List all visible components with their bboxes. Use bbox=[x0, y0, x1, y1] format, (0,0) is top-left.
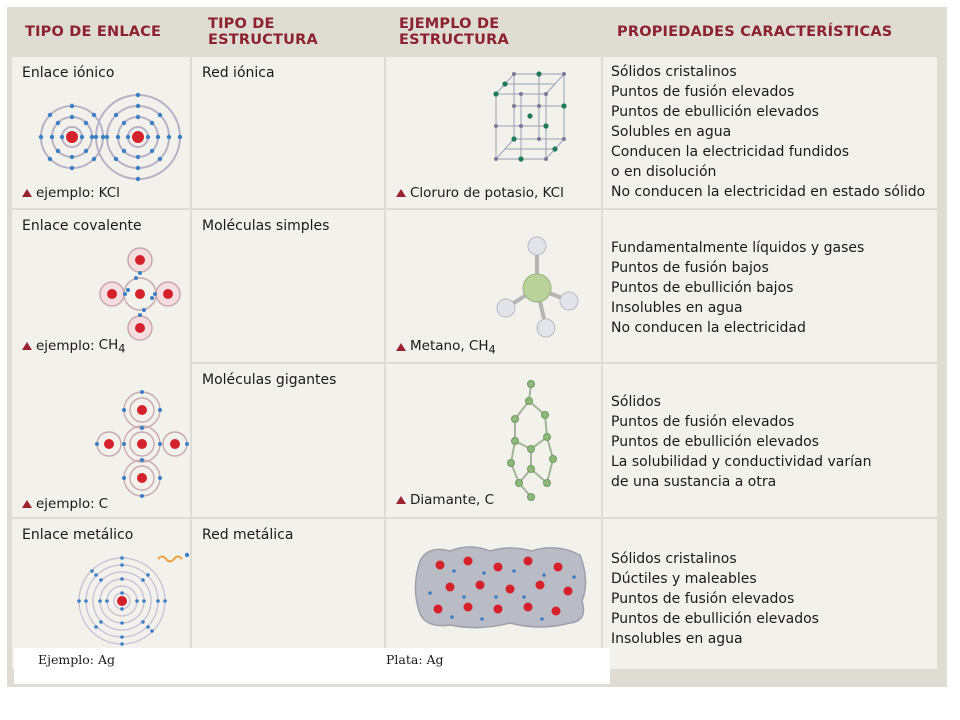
ionic-example-name: Cloruro de potasio, KCl bbox=[410, 185, 564, 201]
triangle-icon bbox=[22, 189, 32, 197]
metallic-example-cell bbox=[386, 519, 601, 669]
metallic-structure-cell: Red metálica bbox=[192, 519, 384, 669]
giant-properties-cell: Sólidos Puntos de fusión elevados Puntos… bbox=[603, 364, 937, 517]
ionic-structure-label: Red iónica bbox=[202, 65, 275, 81]
metallic-bond-label: Enlace metálico bbox=[22, 527, 134, 543]
triangle-icon bbox=[22, 342, 32, 351]
caption-left: Ejemplo: Ag bbox=[38, 652, 115, 667]
property-item: o en disolución bbox=[611, 164, 717, 180]
header-structure-example: EJEMPLO DE ESTRUCTURA bbox=[399, 16, 509, 48]
covalent-example-cell: Metano, CH4 bbox=[386, 210, 601, 362]
kcl-ion-diagram-icon bbox=[38, 92, 183, 182]
property-item: Sólidos cristalinos bbox=[611, 551, 737, 567]
covalent-example-name: Metano, CH bbox=[410, 338, 489, 354]
caption-strip: Ejemplo: Ag Plata: Ag bbox=[14, 648, 610, 684]
giant-example: ejemplo: C bbox=[22, 496, 108, 512]
caption-right: Plata: Ag bbox=[386, 652, 444, 667]
property-item: Puntos de ebullición elevados bbox=[611, 434, 819, 450]
covalent-example: ejemplo: CH4 bbox=[22, 337, 125, 356]
metallic-bond-cell: Enlace metálico bbox=[12, 519, 190, 669]
property-item: Sólidos cristalinos bbox=[611, 64, 737, 80]
covalent-example-name-subscript: 4 bbox=[488, 343, 496, 357]
covalent-bond-cell: Enlace covalente ejemplo: CH4 bbox=[12, 210, 190, 517]
header-structure-type: TIPO DE ESTRUCTURA bbox=[208, 16, 318, 48]
giant-example-prefix: ejemplo: bbox=[36, 496, 95, 512]
ionic-properties-list: Sólidos cristalinos Puntos de fusión ele… bbox=[611, 62, 925, 202]
covalent-properties-cell: Fundamentalmente líquidos y gases Puntos… bbox=[603, 210, 937, 362]
property-item: No conducen la electricidad bbox=[611, 320, 806, 336]
property-item: Puntos de ebullición elevados bbox=[611, 104, 819, 120]
ionic-structure-cell: Red iónica bbox=[192, 57, 384, 208]
property-item: de una sustancia a otra bbox=[611, 474, 777, 490]
covalent-properties-list: Fundamentalmente líquidos y gases Puntos… bbox=[611, 238, 864, 338]
triangle-icon bbox=[396, 496, 406, 504]
property-item: Fundamentalmente líquidos y gases bbox=[611, 240, 865, 256]
giant-structure-label: Moléculas gigantes bbox=[202, 372, 337, 388]
ionic-example: ejemplo: KCl bbox=[22, 185, 120, 201]
giant-example-cell: Diamante, C bbox=[386, 364, 601, 517]
triangle-icon bbox=[22, 500, 32, 508]
property-item: La solubilidad y conductividad varían bbox=[611, 454, 872, 470]
bonding-table: TIPO DE ENLACE TIPO DE ESTRUCTURA EJEMPL… bbox=[7, 7, 947, 687]
covalent-structure-cell: Moléculas simples bbox=[192, 210, 384, 362]
giant-example-formula: C bbox=[98, 496, 109, 512]
property-item: Puntos de fusión elevados bbox=[611, 591, 795, 607]
ionic-example-prefix: ejemplo: bbox=[36, 185, 95, 201]
property-item: Puntos de fusión elevados bbox=[611, 84, 795, 100]
triangle-icon bbox=[396, 343, 406, 352]
covalent-bond-label: Enlace covalente bbox=[22, 218, 142, 234]
header-properties: PROPIEDADES CARACTERÍSTICAS bbox=[617, 24, 893, 40]
property-item: Puntos de ebullición bajos bbox=[611, 280, 794, 296]
covalent-example-subscript: 4 bbox=[118, 342, 126, 356]
metal-lattice-icon bbox=[414, 546, 587, 629]
giant-example-name: Diamante, C bbox=[410, 492, 495, 508]
ionic-properties-cell: Sólidos cristalinos Puntos de fusión ele… bbox=[603, 57, 937, 208]
cubic-lattice-icon bbox=[493, 71, 567, 162]
header-bond-type: TIPO DE ENLACE bbox=[25, 24, 162, 40]
triangle-icon bbox=[396, 189, 406, 197]
diamond-electron-diagram-icon bbox=[95, 390, 189, 498]
ionic-bond-label: Enlace iónico bbox=[22, 65, 115, 81]
ionic-bond-cell: Enlace iónico bbox=[12, 57, 190, 208]
property-item: Puntos de fusión elevados bbox=[611, 414, 795, 430]
property-item: Insolubles en agua bbox=[611, 300, 743, 316]
metallic-structure-label: Red metálica bbox=[202, 527, 294, 543]
diamond-lattice-icon bbox=[507, 380, 557, 501]
giant-structure-cell: Moléculas gigantes bbox=[192, 364, 384, 517]
covalent-structure-label: Moléculas simples bbox=[202, 218, 330, 234]
property-item: Puntos de fusión bajos bbox=[611, 260, 769, 276]
giant-structure-example: Diamante, C bbox=[396, 492, 494, 508]
property-item: Sólidos bbox=[611, 394, 661, 410]
ionic-structure-example: Cloruro de potasio, KCl bbox=[396, 185, 564, 201]
covalent-structure-example: Metano, CH4 bbox=[396, 338, 496, 357]
silver-atom-diagram-icon bbox=[77, 552, 190, 646]
property-item: No conducen la electricidad en estado só… bbox=[611, 184, 926, 200]
ball-and-stick-icon bbox=[496, 236, 579, 338]
methane-electron-diagram-icon bbox=[99, 247, 181, 341]
property-item: Insolubles en agua bbox=[611, 631, 743, 647]
ionic-example-cell: Cloruro de potasio, KCl bbox=[386, 57, 601, 208]
metallic-properties-cell: Sólidos cristalinos Dúctiles y maleables… bbox=[603, 519, 937, 669]
covalent-example-formula: CH bbox=[98, 337, 119, 353]
property-item: Puntos de ebullición elevados bbox=[611, 611, 819, 627]
property-item: Dúctiles y maleables bbox=[611, 571, 757, 587]
ionic-example-formula: KCl bbox=[98, 185, 120, 201]
covalent-example-prefix: ejemplo: bbox=[36, 338, 95, 355]
giant-properties-list: Sólidos Puntos de fusión elevados Puntos… bbox=[611, 392, 871, 492]
metallic-properties-list: Sólidos cristalinos Dúctiles y maleables… bbox=[611, 549, 819, 649]
property-item: Conducen la electricidad fundidos bbox=[611, 144, 850, 160]
property-item: Solubles en agua bbox=[611, 124, 732, 140]
